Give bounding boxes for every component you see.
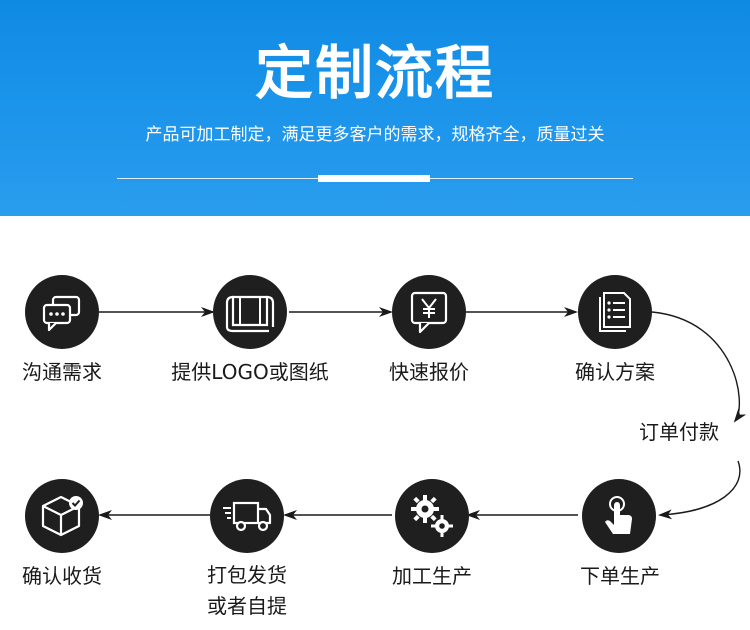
gears-icon: [411, 495, 453, 537]
hand-tap-icon: [605, 496, 632, 534]
process-flow: 订单付款 沟通需求 提供LOGO或图纸 快速报价: [0, 216, 750, 630]
step-confirm-receipt: [25, 479, 99, 553]
step-label-2: 提供LOGO或图纸: [171, 360, 329, 384]
curve-down-step5: [658, 460, 741, 520]
step-label-8: 确认收货: [22, 564, 102, 588]
step-label-4: 确认方案: [575, 360, 655, 384]
chat-bubble-icon: [42, 295, 81, 332]
step-label-6: 加工生产: [392, 564, 472, 588]
yuan-price-icon: [410, 291, 448, 334]
divider-accent-bar: [318, 175, 430, 182]
step-label-1: 沟通需求: [22, 360, 102, 384]
step-quick-quote: [392, 275, 466, 349]
step-communicate-needs: [25, 275, 99, 349]
drawing-scroll-icon: [225, 295, 275, 333]
header-banner: 定制流程 产品可加工制定，满足更多客户的需求，规格齐全，质量过关: [0, 0, 750, 216]
step-provide-logo: [213, 275, 287, 349]
payment-label: 订单付款: [639, 420, 719, 444]
step-ship-or-pickup: [210, 479, 284, 553]
step-processing: [395, 479, 469, 553]
step-label-7-line1: 打包发货: [207, 563, 287, 587]
step-label-5: 下单生产: [580, 564, 660, 588]
document-plan-icon: [599, 292, 631, 332]
step-confirm-plan: [578, 275, 652, 349]
page-subtitle: 产品可加工制定，满足更多客户的需求，规格齐全，质量过关: [145, 125, 605, 145]
step-label-3: 快速报价: [389, 360, 469, 384]
step-label-7: 打包发货 或者自提: [162, 560, 332, 622]
flow-connectors: [98, 307, 747, 520]
delivery-truck-icon: [223, 501, 272, 532]
curve-step4-down: [651, 311, 747, 423]
step-label-7-line2: 或者自提: [207, 594, 287, 618]
step-place-order: [582, 479, 656, 553]
package-check-icon: [41, 495, 83, 537]
page-title: 定制流程: [254, 39, 495, 107]
